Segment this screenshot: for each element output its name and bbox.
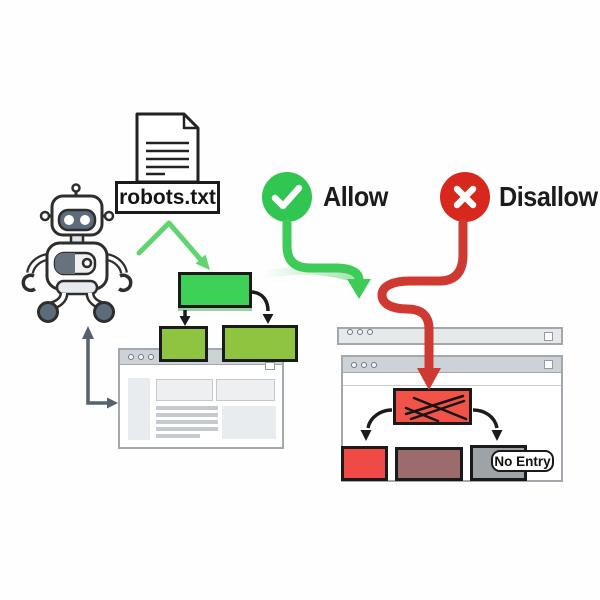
window-dot xyxy=(357,329,363,335)
window-dot xyxy=(128,354,134,360)
robot-foot-left xyxy=(37,301,59,323)
robot-hand-left xyxy=(21,273,36,293)
blocked-window-titlebar xyxy=(343,357,561,373)
page-sidebar-placeholder xyxy=(128,378,150,440)
page-card-placeholder xyxy=(156,379,213,401)
page-card-placeholder xyxy=(216,379,275,401)
page-text-line xyxy=(156,434,200,438)
window-dot xyxy=(371,361,377,368)
allowed-page-child-left xyxy=(159,326,208,362)
allowed-site-window xyxy=(118,348,284,449)
page-text-line xyxy=(156,427,218,431)
robots-txt-label: robots.txt xyxy=(115,181,220,214)
robot-visor xyxy=(57,208,97,232)
blocked-page-root xyxy=(393,388,472,425)
allow-label: Allow xyxy=(323,181,388,212)
disallow-label: Disallow xyxy=(499,181,598,212)
window-dot xyxy=(138,354,144,360)
page-block-placeholder xyxy=(222,406,276,439)
robots-txt-document-icon xyxy=(135,112,200,184)
window-dot xyxy=(347,329,353,335)
robot-skirt xyxy=(55,279,99,296)
window-dots xyxy=(347,329,561,335)
window-control-icon xyxy=(544,332,553,341)
robot-panel xyxy=(53,251,97,276)
allow-check-icon xyxy=(262,172,312,222)
allow-flow-arrow xyxy=(259,218,371,299)
robot-ear-right xyxy=(103,210,115,222)
no-entry-badge: No Entry xyxy=(491,450,554,472)
disallow-x-icon xyxy=(440,172,490,222)
window-dot xyxy=(148,354,154,360)
robot-neck xyxy=(69,233,85,246)
window-dots xyxy=(351,361,377,368)
window-dot xyxy=(351,361,357,368)
document-fold-corner xyxy=(182,114,198,130)
robot-hand-right xyxy=(118,273,133,293)
robot-ear-left xyxy=(39,210,51,222)
page-text-line xyxy=(156,406,218,410)
robot-head xyxy=(50,194,104,237)
address-strip xyxy=(343,373,561,386)
crossed-out-icon xyxy=(404,394,468,422)
robot-foot-right xyxy=(93,301,115,323)
blocked-page-child-brown xyxy=(395,447,463,481)
allowed-page-child-right xyxy=(222,325,298,362)
checkmark-glyph xyxy=(271,184,303,210)
crawler-site-arrow xyxy=(82,326,118,409)
window-control-icon xyxy=(544,360,553,369)
page-text-line xyxy=(156,413,218,417)
no-entry-label: No Entry xyxy=(494,453,551,469)
window-control-icon xyxy=(265,362,275,370)
allowed-page-root xyxy=(178,272,252,308)
robots-txt-filename: robots.txt xyxy=(119,185,216,209)
window-dots xyxy=(128,354,154,360)
robot-body xyxy=(45,241,109,291)
window-dot xyxy=(361,361,367,368)
robots-txt-arrow xyxy=(136,220,210,270)
robot-eye-left xyxy=(64,215,74,225)
page-text-line xyxy=(156,420,218,424)
x-glyph xyxy=(453,185,477,209)
robot-eye-right xyxy=(80,215,90,225)
window-dot xyxy=(367,329,373,335)
blocked-page-child-red xyxy=(341,446,388,481)
background-window-bar xyxy=(337,327,563,345)
robot-antenna-ball xyxy=(71,183,81,193)
robot-panel-button xyxy=(81,257,93,269)
